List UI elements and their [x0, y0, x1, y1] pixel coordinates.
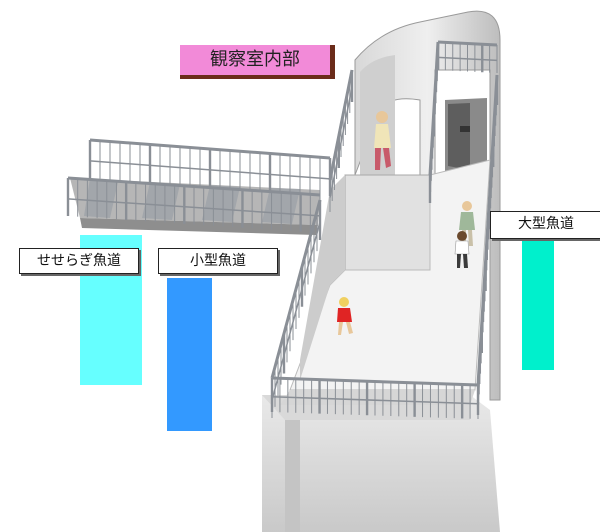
railing-upper-inner — [428, 41, 440, 203]
observation-room-title: 観察室内部 — [180, 45, 335, 79]
railings — [66, 40, 499, 419]
small-fishway-bar — [167, 278, 212, 431]
large-fishway-label: 大型魚道 — [490, 211, 600, 239]
railing-left-diagonal — [270, 199, 322, 418]
railing-upper-left — [328, 69, 354, 212]
person-upper-walking — [374, 111, 391, 170]
railing-bridge-back — [88, 138, 332, 196]
railing-right — [476, 74, 499, 415]
large-fishway-bar — [522, 236, 554, 370]
seseragi-fishway-label: せせらぎ魚道 — [19, 248, 139, 274]
doorway — [445, 98, 487, 180]
railing-front — [270, 376, 479, 419]
railing-bridge-front — [66, 176, 321, 233]
tower-shaft — [262, 395, 500, 532]
small-fishway-label: 小型魚道 — [158, 248, 278, 274]
person-child-lower — [337, 297, 353, 335]
person-child-right — [454, 231, 470, 268]
